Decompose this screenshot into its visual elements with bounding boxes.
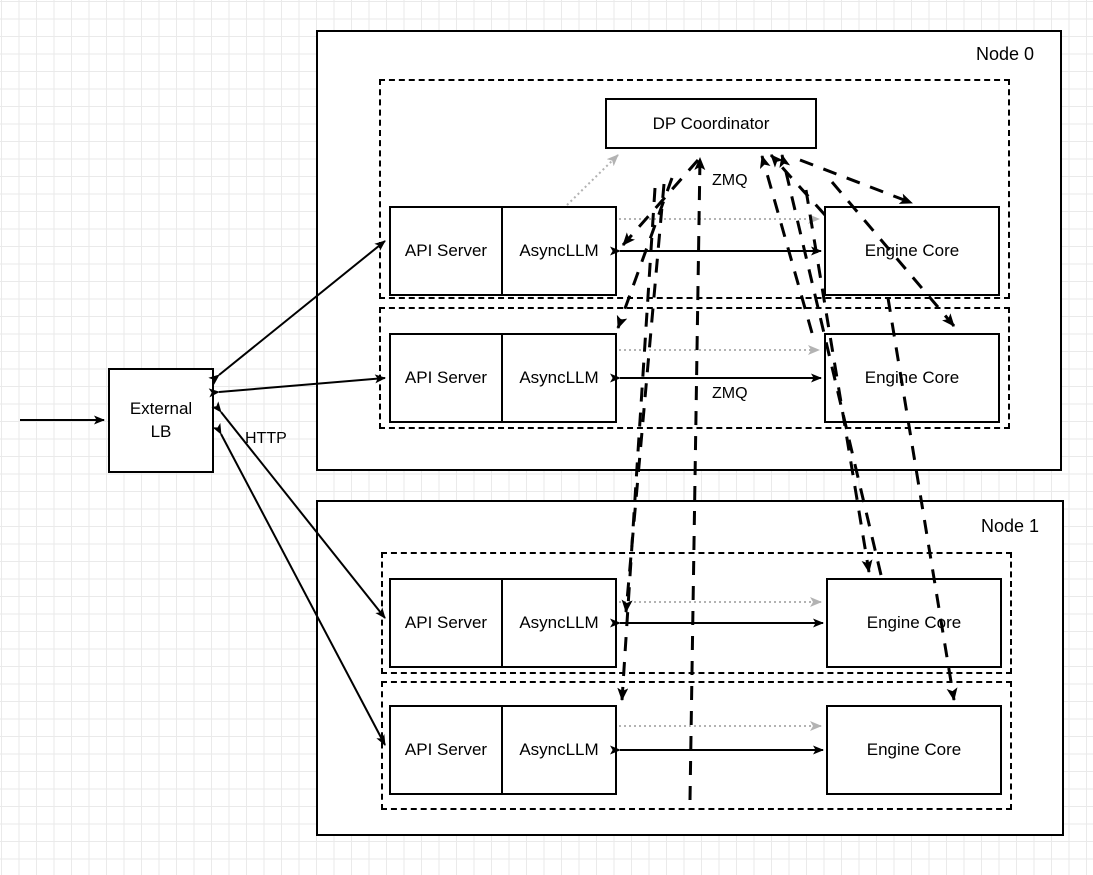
node-0-rank-1-api-server-label: API Server (391, 335, 503, 421)
dashed-arrow-coordinator-to-n0r0-asyncllm (621, 159, 700, 246)
dashed-arrow-n0r1-engine-to-coordinator (759, 155, 814, 334)
dp-coordinator-box[interactable]: DP Coordinator (605, 98, 817, 149)
zmq-label-node0-rank0: ZMQ (712, 172, 748, 189)
node-1-rank-1-api-server-box[interactable]: API Server AsyncLLM (389, 705, 617, 795)
dashed-arrow-n0r0-engine-to-coordinator (769, 153, 827, 217)
node-0-rank-0-asyncllm-label: AsyncLLM (519, 241, 599, 260)
external-lb-label-line2: LB (150, 421, 172, 441)
dashed-arrow-coordinator-to-n1r1-engine (886, 297, 958, 701)
dashed-arrow-coordinator-to-n0r1-engine (830, 181, 956, 327)
node-0-label: Node 0 (976, 44, 1035, 64)
node-1-rank-1-asyncllm-label: AsyncLLM (519, 740, 599, 759)
node-0-rank-0-engine-core-box[interactable]: Engine Core (824, 206, 1000, 296)
dashed-arrow-n1r1-engine-to-coordinator (688, 157, 706, 801)
node-1-rank-1-engine-core-box[interactable]: Engine Core (826, 705, 1002, 795)
dashed-arrow-n1r0-engine-to-coordinator (779, 154, 883, 576)
zmq-label-node0-rank1: ZMQ (712, 385, 748, 402)
dashed-arrow-coordinator-to-n1r0-engine (804, 189, 873, 573)
dashed-arrow-coordinator-to-n1r1-asyncllm (617, 187, 657, 701)
node-0-rank-1-api-server-box[interactable]: API Server AsyncLLM (389, 333, 617, 423)
arrow-lb-to-node1-rank0 (211, 401, 386, 619)
node-1-rank-0-engine-core-box[interactable]: Engine Core (826, 578, 1002, 668)
node-0-rank-1-engine-core-box[interactable]: Engine Core (824, 333, 1000, 423)
node-1-rank-0-asyncllm-label: AsyncLLM (519, 613, 599, 632)
node-1-label: Node 1 (981, 516, 1040, 536)
node-0-rank-0-api-server-label: API Server (391, 208, 503, 294)
dotted-arrow-asyncllm-to-coordinator (566, 154, 619, 206)
dashed-arrow-coordinator-to-n0r0-engine (799, 158, 913, 205)
node-1-rank-1-api-server-label: API Server (391, 707, 503, 793)
node-0-rank-0-api-server-box[interactable]: API Server AsyncLLM (389, 206, 617, 296)
arrow-lb-to-node0-rank1 (208, 374, 386, 398)
node-0-rank-1-asyncllm-label: AsyncLLM (519, 368, 599, 387)
node-1-rank-0-api-server-box[interactable]: API Server AsyncLLM (389, 578, 617, 668)
arrow-lb-to-node0-rank0 (208, 240, 386, 385)
node-0-rank-0-group (379, 79, 1010, 299)
external-lb-box[interactable]: External LB (108, 368, 214, 473)
node-1-rank-0-api-server-label: API Server (391, 580, 503, 666)
dashed-arrow-coordinator-to-n0r1-asyncllm (616, 177, 674, 329)
external-lb-label-line1: External (129, 399, 193, 419)
arrow-lb-to-node1-rank1 (212, 423, 386, 746)
